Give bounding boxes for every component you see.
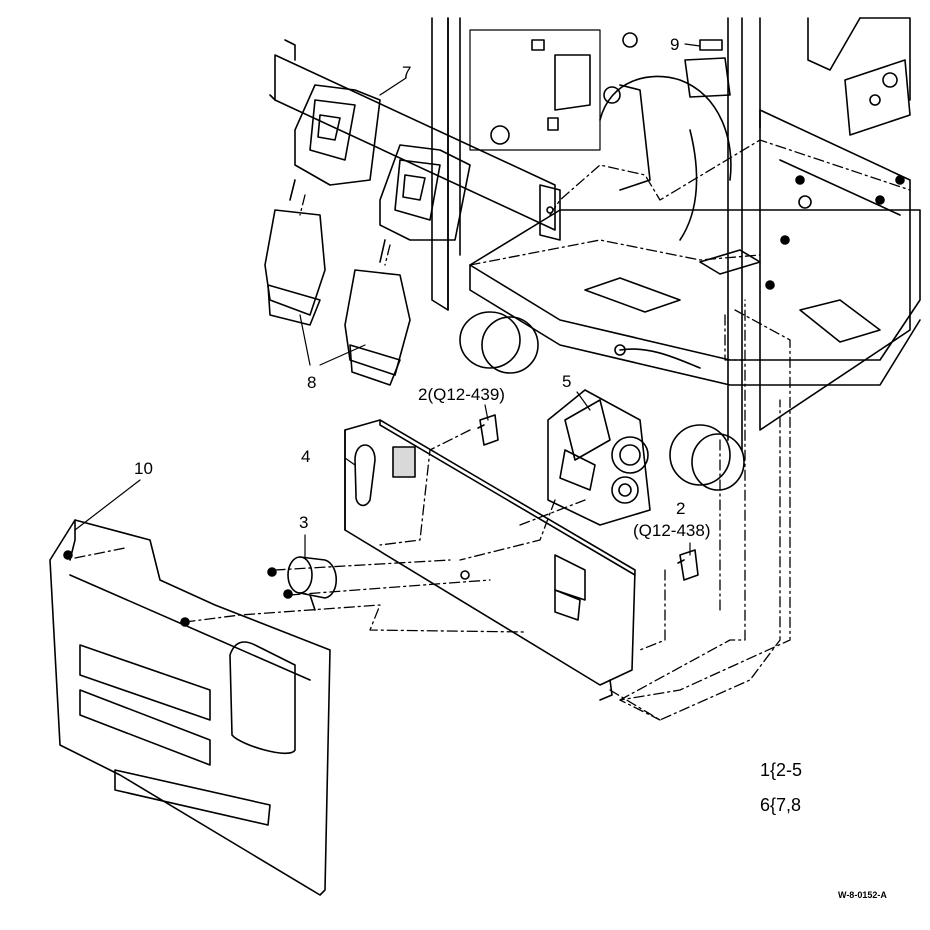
callout-5: 5: [562, 372, 572, 391]
callout-3: 3: [299, 513, 309, 532]
machine-frame: [431, 17, 921, 491]
part-8-module-a: [264, 179, 326, 326]
part-4-plate: [344, 419, 636, 701]
part-8-module-b: [344, 239, 411, 386]
callout-2-q12-439: 2(Q12-439): [418, 385, 505, 404]
callout-8: 8: [307, 373, 317, 392]
part-2-sensor-top: [477, 414, 499, 446]
legend-kit-1: 1{2-5: [760, 760, 803, 780]
leader-lines: [74, 43, 701, 559]
module-upper-left: [294, 84, 381, 186]
callout-10: 10: [134, 459, 153, 478]
assembly-lines: [74, 139, 911, 721]
module-upper-right: [379, 144, 471, 241]
part-7-bracket: [269, 39, 561, 241]
callout-2-q12-438: (Q12-438): [633, 521, 711, 540]
callout-2-number: 2: [676, 499, 686, 518]
drawing-code: W-8-0152-A: [838, 890, 887, 900]
legend-kit-6: 6{7,8: [760, 795, 802, 815]
part-2-sensor-right: [677, 549, 699, 581]
callout-9: 9: [670, 35, 680, 54]
part-5-drive: [547, 389, 651, 526]
part-3-motor: [267, 556, 338, 611]
callout-4: 4: [301, 447, 311, 466]
callout-7: 7: [402, 63, 412, 82]
